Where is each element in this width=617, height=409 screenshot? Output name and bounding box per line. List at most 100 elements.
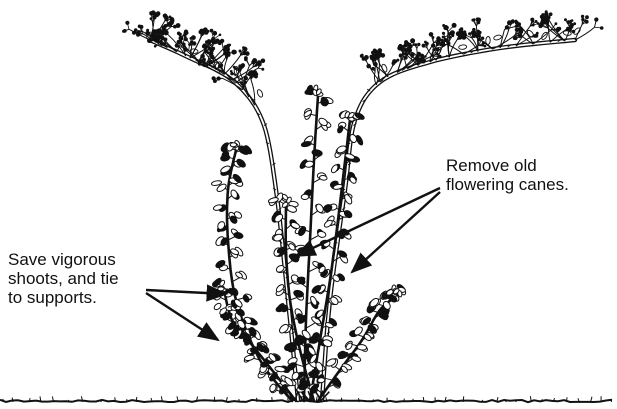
flower-bud — [541, 14, 544, 17]
flower-bud — [173, 25, 177, 29]
flower-bud — [600, 26, 604, 30]
grass-tuft — [542, 399, 543, 402]
flower-bud — [459, 31, 464, 36]
flower-bud — [213, 31, 218, 36]
leaflet — [290, 221, 300, 229]
flower-bud — [154, 45, 157, 48]
flower-bud — [505, 25, 509, 29]
flower-bud — [190, 40, 193, 43]
flower-bud — [233, 50, 237, 54]
leaflet — [323, 219, 333, 229]
flower-bud — [429, 32, 434, 37]
flower-bud — [239, 50, 242, 53]
flower-bud — [213, 79, 217, 83]
flower-bud — [442, 36, 445, 39]
leaflet — [244, 354, 255, 361]
flower-bud — [443, 26, 447, 30]
flower-bud — [219, 34, 222, 37]
flower-bud — [378, 51, 382, 55]
flower-bud — [564, 18, 567, 21]
spray-leaf — [526, 29, 535, 38]
flower-bud — [448, 32, 452, 36]
flower-bud — [452, 23, 457, 28]
flower-bud — [417, 43, 420, 46]
flower-bud — [255, 64, 258, 67]
grass-tuft — [463, 396, 464, 402]
flower-bud — [555, 22, 558, 25]
leaflet — [357, 344, 367, 350]
spray-leaf — [256, 89, 263, 98]
leaf-petiole — [306, 323, 316, 329]
leaflet — [337, 125, 345, 134]
flower-bud — [581, 18, 584, 21]
leaflet — [330, 164, 339, 174]
flower-bud — [436, 36, 441, 41]
flower-bud — [200, 29, 205, 34]
flower-bud — [243, 47, 248, 52]
flower-bud — [481, 37, 484, 40]
flower-bud — [531, 20, 534, 23]
leaflet — [345, 342, 353, 351]
shoot-tip-leaf — [218, 287, 224, 291]
flower-bud — [404, 44, 407, 47]
flower-bud — [149, 11, 152, 14]
spray-leaf — [573, 27, 582, 36]
callout-remove-line-1: Remove old — [446, 156, 569, 175]
callout-save-line-3: to supports. — [8, 288, 119, 307]
flower-bud — [392, 59, 397, 64]
grass-tuft — [115, 397, 116, 402]
flower-bud — [449, 36, 452, 39]
flower-bud — [441, 42, 446, 47]
flower-bud — [535, 20, 538, 23]
leaflet — [296, 312, 306, 323]
flower-bud — [122, 30, 125, 33]
flower-bud — [425, 42, 428, 45]
flower-bud — [125, 21, 129, 25]
flower-bud — [471, 19, 474, 22]
flower-bud — [371, 54, 376, 59]
leaflet — [301, 194, 309, 200]
flower-bud — [422, 44, 426, 48]
flower-bud — [567, 20, 571, 24]
flower-bud — [410, 38, 415, 43]
spray-leaf — [486, 36, 491, 44]
grass-tuft — [423, 397, 424, 402]
callout-arrow — [146, 293, 218, 340]
flower-bud — [544, 12, 548, 16]
flower-bud — [178, 33, 182, 37]
flower-bud — [581, 15, 584, 18]
flower-bud — [451, 34, 454, 37]
callout-arrow — [352, 192, 440, 272]
flower-bud — [226, 52, 229, 55]
flower-bud — [478, 31, 481, 34]
leaflet — [351, 355, 361, 363]
leaflet — [337, 249, 348, 258]
leaflet — [301, 141, 312, 148]
flower-bud — [252, 61, 255, 64]
flower-bud — [476, 20, 480, 24]
flower-bud — [177, 25, 180, 28]
flower-bud — [436, 43, 439, 46]
flower-bud — [401, 49, 404, 52]
flower-bud — [442, 32, 445, 35]
flower-bud — [208, 42, 211, 45]
flower-bud — [594, 18, 598, 22]
flower-bud — [460, 27, 464, 31]
grass-tuft — [29, 398, 30, 402]
flower-bud — [431, 43, 435, 47]
flower-bud — [585, 15, 589, 19]
leaflet — [317, 231, 326, 239]
shoot-tip-leaf — [230, 143, 236, 147]
flower-bud — [185, 31, 189, 35]
flower-bud — [244, 56, 248, 60]
callout-arrow — [296, 188, 440, 256]
leaflet — [319, 175, 327, 181]
leaflet — [303, 109, 313, 117]
flower-bud — [406, 48, 410, 52]
flower-bud — [146, 29, 149, 32]
flower-clusters — [122, 10, 603, 105]
flower-bud — [230, 70, 233, 73]
flower-bud — [224, 46, 227, 49]
callout-save-line-2: shoots, and tie — [8, 269, 119, 288]
